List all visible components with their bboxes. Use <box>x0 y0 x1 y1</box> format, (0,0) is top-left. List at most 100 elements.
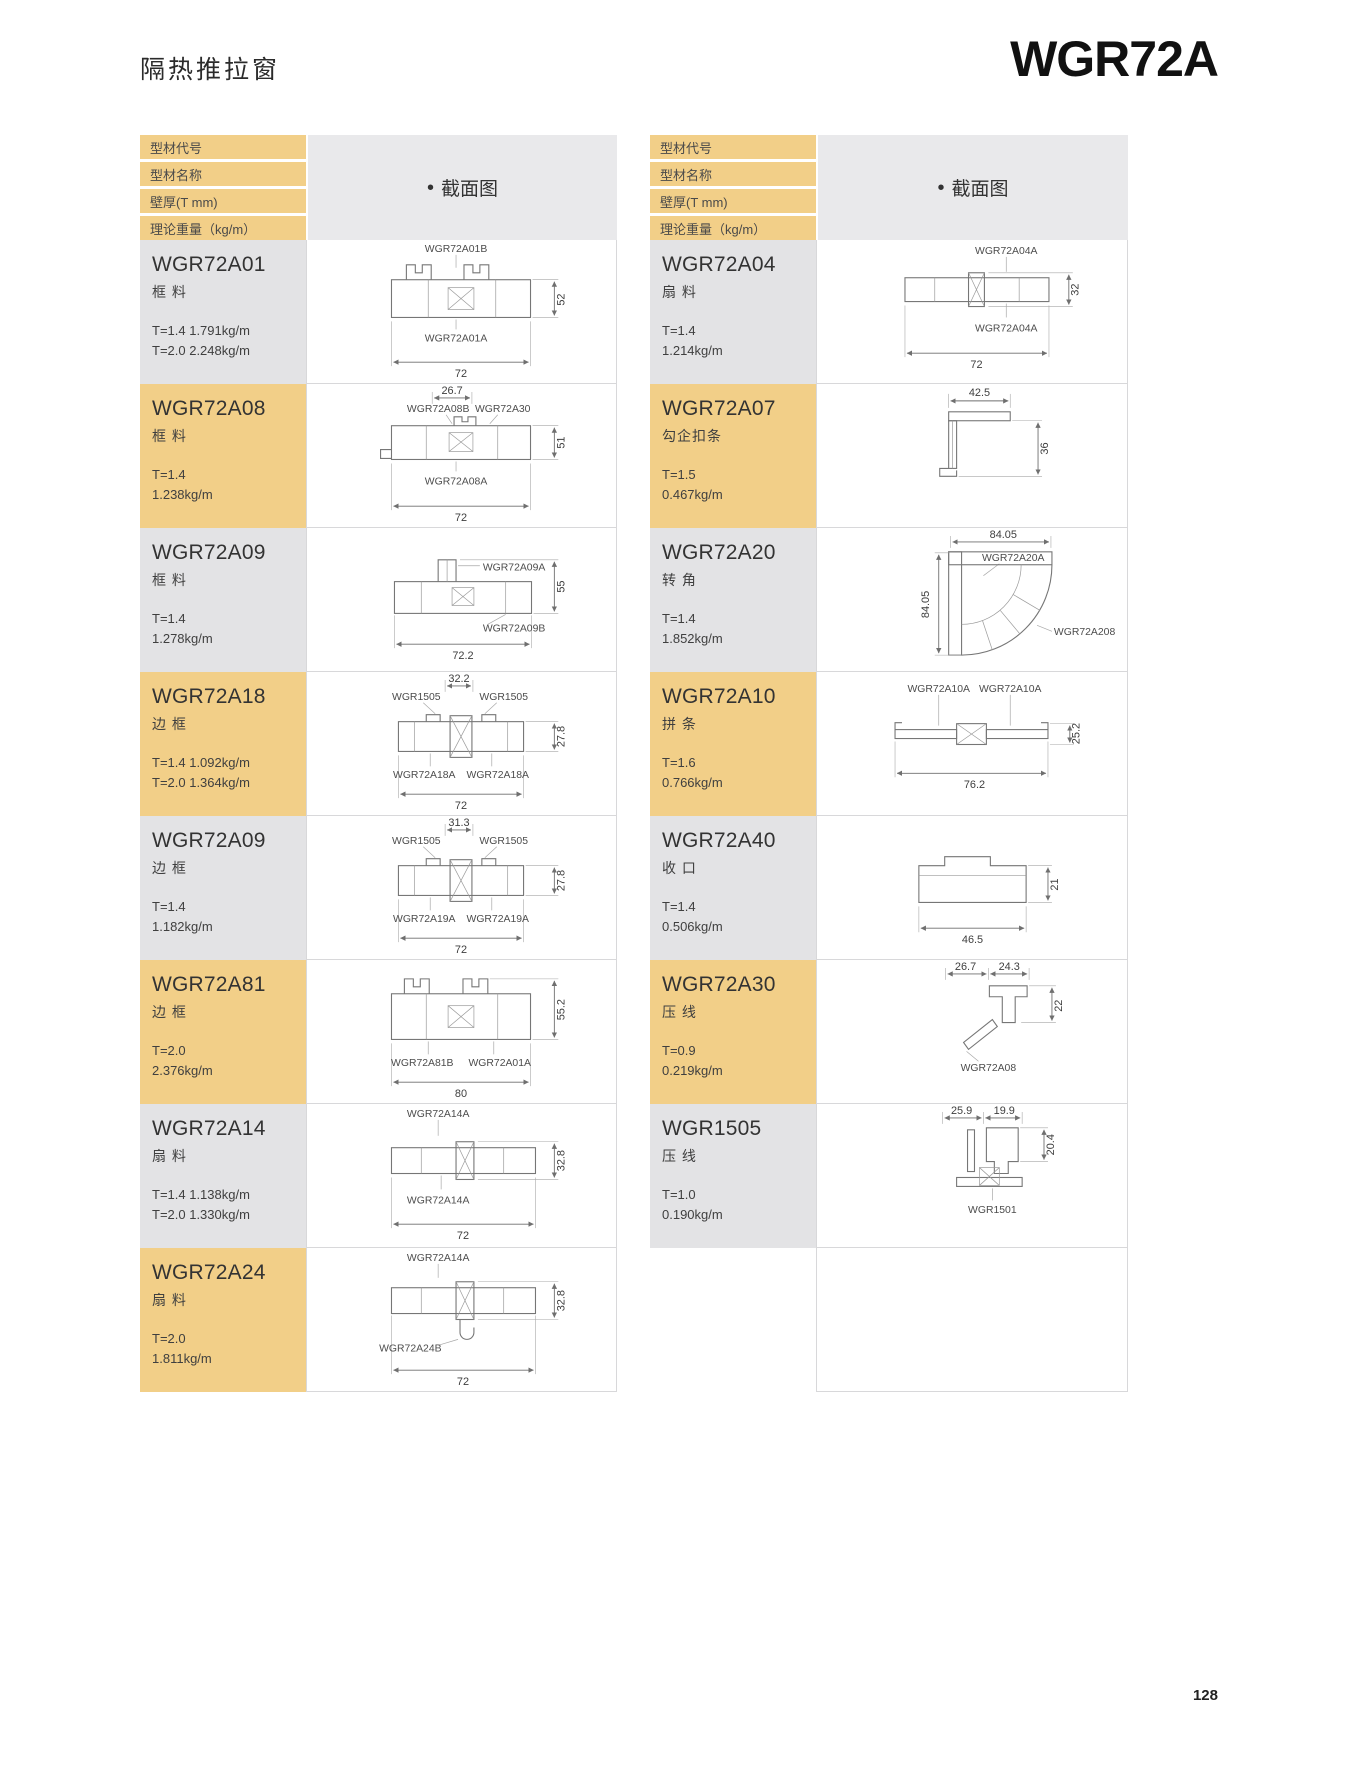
dim-label: 27.8 <box>555 726 567 747</box>
part-label: WGR1505 <box>479 836 528 847</box>
profile-tables: 型材代号 型材名称 壁厚(T mm) 理论重量（kg/m） • 截面图 WGR7… <box>140 135 1128 1392</box>
section-diagram-cell: 31.3 WGR1505 WGR1505 27.8 WGR72A19A WGR7… <box>306 816 617 960</box>
profile-row-empty <box>650 1248 1128 1392</box>
profile-info: WGR72A20 转 角 T=1.4 1.852kg/m <box>650 528 816 672</box>
profile-specs: T=1.0 0.190kg/m <box>662 1185 808 1238</box>
profile-row: WGR72A24 扇 料 T=2.0 1.811kg/m <box>140 1248 617 1392</box>
part-label: WGR72A24B <box>379 1343 442 1354</box>
profile-specs: T=1.4 1.852kg/m <box>662 609 808 662</box>
profile-row: WGR72A04 扇 料 T=1.4 1.214kg/m <box>650 240 1128 384</box>
profile-shape <box>390 1119 559 1229</box>
dim-label: 32.8 <box>555 1290 567 1311</box>
profile-info: WGR72A81 边 框 T=2.0 2.376kg/m <box>140 960 306 1104</box>
dim-label: 26.7 <box>955 961 976 973</box>
profile-info: WGR72A01 框 料 T=1.4 1.791kg/m T=2.0 2.248… <box>140 240 306 384</box>
header-theoretical-weight: 理论重量（kg/m） <box>140 216 306 240</box>
dim-label: 72 <box>970 359 982 371</box>
profile-specs: T=0.9 0.219kg/m <box>662 1041 808 1094</box>
dim-label: 22 <box>1053 1000 1065 1012</box>
part-label: WGR72A18A <box>467 770 530 781</box>
section-diagram-cell: WGR72A04A 32 WGR72A04A 72 <box>816 240 1128 384</box>
part-label: WGR72A09B <box>483 623 546 634</box>
profile-spec-line: T=1.4 <box>662 611 696 626</box>
dim-label: 72 <box>455 368 467 380</box>
profile-info: WGR72A07 勾企扣条 T=1.5 0.467kg/m <box>650 384 816 528</box>
profile-specs: T=1.4 1.138kg/m T=2.0 1.330kg/m <box>152 1185 298 1238</box>
part-label: WGR72A04A <box>975 246 1038 257</box>
profile-type: 勾企扣条 <box>662 428 722 444</box>
profile-row: WGR72A81 边 框 T=2.0 2.376kg/m <box>140 960 617 1104</box>
profile-type: 收 口 <box>662 860 697 876</box>
section-drawing: WGR72A01B 52 WGR72A01A 72 <box>390 244 567 380</box>
part-label: WGR72A01A <box>468 1058 531 1069</box>
profile-row: WGR72A08 框 料 T=1.4 1.238kg/m <box>140 384 617 528</box>
profile-shape <box>939 393 1043 477</box>
header-profile-code: 型材代号 <box>140 135 306 159</box>
section-diagram-cell: 32.2 WGR1505 WGR1505 27.8 WGR72A18A WGR7… <box>306 672 617 816</box>
part-label: WGR72A08B <box>407 404 470 415</box>
profile-spec-line: 1.278kg/m <box>152 630 213 646</box>
dim-label: 36 <box>1039 442 1051 454</box>
profile-type: 框 料 <box>152 428 187 444</box>
profile-code: WGR72A04 <box>662 253 776 276</box>
profile-type: 框 料 <box>152 572 187 588</box>
profile-code: WGR72A09 <box>152 829 266 852</box>
part-label: WGR72A20A <box>982 553 1045 564</box>
section-drawing: 21 46.5 <box>918 856 1061 946</box>
profile-spec-line: 1.182kg/m <box>152 918 213 934</box>
dim-label: 51 <box>555 437 567 449</box>
profile-code: WGR72A07 <box>662 397 776 420</box>
profile-info: WGR72A18 边 框 T=1.4 1.092kg/m T=2.0 1.364… <box>140 672 306 816</box>
part-label: WGR1505 <box>479 692 528 703</box>
profile-row: WGR72A20 转 角 T=1.4 1.852kg/m <box>650 528 1128 672</box>
section-diagram-cell: WGR72A09A WGR72A09B 55 72.2 <box>306 528 617 672</box>
dim-label: 25.2 <box>1071 723 1083 744</box>
dim-label: 72 <box>455 944 467 956</box>
profile-info: WGR1505 压 线 T=1.0 0.190kg/m <box>650 1104 816 1248</box>
profile-type: 压 线 <box>662 1148 697 1164</box>
profile-spec-line: T=2.0 2.248kg/m <box>152 342 250 358</box>
dim-label: 19.9 <box>994 1105 1015 1117</box>
part-label: WGR72A81B <box>391 1058 454 1069</box>
profile-shape <box>393 559 559 649</box>
part-label: WGR72A04A <box>975 323 1038 334</box>
profile-code: WGR72A01 <box>152 253 266 276</box>
profile-table-left: 型材代号 型材名称 壁厚(T mm) 理论重量（kg/m） • 截面图 WGR7… <box>140 135 617 1392</box>
profile-type: 拼 条 <box>662 716 697 732</box>
profile-spec-line: T=1.6 <box>662 755 696 770</box>
profile-spec-line: T=2.0 <box>152 1331 186 1346</box>
profile-row: WGR72A18 边 框 T=1.4 1.092kg/m T=2.0 1.364… <box>140 672 617 816</box>
dim-label: 21 <box>1049 878 1061 890</box>
part-label: WGR72A18A <box>393 770 456 781</box>
profile-spec-line: T=2.0 <box>152 1043 186 1058</box>
profile-spec-line: 1.214kg/m <box>662 342 723 358</box>
section-drawing: 84.05 WGR72A20A 84.05 WGR72A208 <box>920 529 1115 656</box>
profile-code: WGR72A30 <box>662 973 776 996</box>
series-model-title: WGR72A <box>1010 31 1219 87</box>
header-wall-thickness: 壁厚(T mm) <box>140 189 306 213</box>
profile-shape <box>397 823 559 943</box>
section-view-title: 截面图 <box>951 179 1009 200</box>
profile-table-right: 型材代号 型材名称 壁厚(T mm) 理论重量（kg/m） • 截面图 WGR7… <box>650 135 1128 1392</box>
section-drawing: 31.3 WGR1505 WGR1505 27.8 WGR72A19A WGR7… <box>392 817 567 956</box>
section-diagram-cell: 42.5 36 <box>816 384 1128 528</box>
dim-label: 27.8 <box>555 870 567 891</box>
profile-specs: T=1.4 1.182kg/m <box>152 897 298 950</box>
profile-code: WGR72A20 <box>662 541 776 564</box>
profile-spec-line: 0.766kg/m <box>662 774 723 790</box>
profile-row: WGR72A40 收 口 T=1.4 0.506kg/m <box>650 816 1128 960</box>
profile-spec-line: T=0.9 <box>662 1043 696 1058</box>
dim-label: 55 <box>555 581 567 593</box>
profile-spec-line: 1.811kg/m <box>152 1350 212 1366</box>
section-diagram-cell-empty <box>816 1248 1128 1392</box>
profile-code: WGR72A10 <box>662 685 776 708</box>
section-diagram-cell: 84.05 WGR72A20A 84.05 WGR72A208 <box>816 528 1128 672</box>
profile-spec-line: T=1.5 <box>662 467 696 482</box>
profile-row: WGR1505 压 线 T=1.0 0.190kg/m <box>650 1104 1128 1248</box>
profile-code: WGR72A81 <box>152 973 266 996</box>
profile-code: WGR72A09 <box>152 541 266 564</box>
header-profile-name: 型材名称 <box>140 162 306 186</box>
profile-specs: T=1.4 1.092kg/m T=2.0 1.364kg/m <box>152 753 298 806</box>
part-label: WGR72A10A <box>907 684 970 695</box>
dim-label: 72 <box>455 512 467 524</box>
